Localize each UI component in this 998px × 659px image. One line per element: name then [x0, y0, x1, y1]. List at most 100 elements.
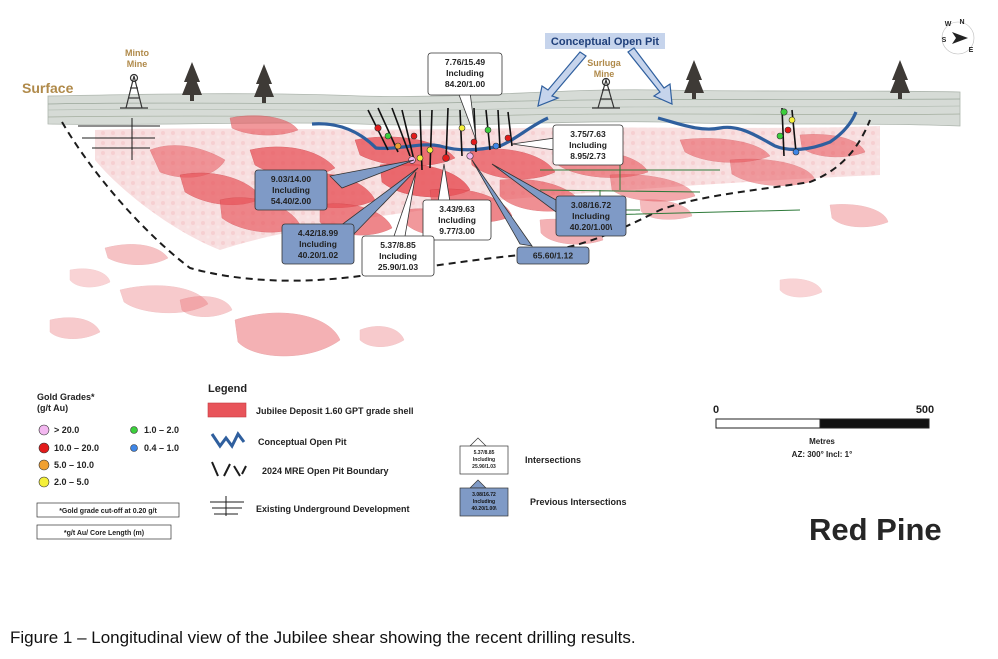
- callout-5-line-3: 40.20/1.00\: [570, 222, 613, 232]
- callout-6-line-1: 4.42/18.99: [298, 228, 338, 238]
- gold-grades-unit: (g/t Au): [37, 403, 68, 413]
- mre-open-pit-boundary: [61, 119, 871, 282]
- grade-swatch-6: [130, 444, 138, 452]
- pit-pointer-arrows: [537, 47, 673, 107]
- compass-east: E: [969, 47, 974, 54]
- headframe-icon: [592, 77, 620, 109]
- legend-item-underground: Existing Underground Development: [256, 504, 410, 514]
- callout-6-line-3: 40.20/1.02: [298, 250, 338, 260]
- compass-west: W: [945, 21, 952, 28]
- sample-new-line3: 25.90/1.03: [472, 464, 496, 470]
- scale-orientation: AZ: 300° Incl: 1°: [792, 450, 853, 459]
- tree-icon: [684, 60, 704, 99]
- sample-new-line1: 5.37/8.85: [474, 450, 495, 456]
- underground-development: [78, 118, 160, 160]
- sample-new-line2: Including: [473, 457, 495, 463]
- underground-swatch: [210, 496, 244, 516]
- scale-start: 0: [713, 404, 719, 416]
- callout-6-line-2: Including: [299, 239, 337, 249]
- callout-3-line-1: 9.03/14.00: [271, 174, 311, 184]
- surluga-mine-label-line2: Mine: [594, 69, 615, 79]
- legend-title: Legend: [208, 383, 247, 395]
- conceptual-open-pit-title-bg: [545, 33, 665, 49]
- grade-label-3: 5.0 – 10.0: [54, 460, 94, 470]
- tree-icon: [182, 62, 202, 101]
- grade-label-4: 2.0 – 5.0: [54, 477, 89, 487]
- headframe-icon: [120, 73, 148, 109]
- grade-label-2: 10.0 – 20.0: [54, 443, 99, 453]
- grade-label-6: 0.4 – 1.0: [144, 443, 179, 453]
- callout-5-line-2: Including: [572, 211, 610, 221]
- callout-1-line-3: 84.20/1.00: [445, 79, 485, 89]
- gold-grades-legend: Gold Grades* (g/t Au) > 20.0 10.0 – 20.0 5…: [36, 392, 180, 540]
- main-legend: Legend Jubilee Deposit 1.60 GPT grade sh…: [207, 383, 414, 516]
- grade-label-5: 1.0 – 2.0: [144, 425, 179, 435]
- grade-swatch-2: [38, 442, 50, 454]
- surface-label: Surface: [22, 80, 74, 96]
- grade-swatch-5: [130, 426, 138, 434]
- figure-caption: Figure 1 – Longitudinal view of the Jubi…: [10, 628, 636, 647]
- callout-2-line-2: Including: [569, 140, 607, 150]
- sample-prev-line2: Including: [473, 499, 495, 505]
- callout-1-line-2: Including: [446, 68, 484, 78]
- cutoff-note: *Gold grade cut-off at 0.20 g/t: [59, 508, 157, 515]
- grade-swatch-1: [38, 424, 50, 436]
- open-pit-swatch: [210, 431, 246, 449]
- scale-bar: 0 500 Metres AZ: 300° Incl: 1°: [713, 404, 934, 459]
- legend-previous-intersections: Previous Intersections: [530, 497, 627, 507]
- sample-prev-line1: 3.08/16.72: [472, 492, 496, 498]
- surluga-mine-label-line1: Surluga: [587, 58, 621, 68]
- minto-mine-label-line2: Mine: [127, 59, 148, 69]
- grade-label-1: > 20.0: [54, 425, 79, 435]
- units-note: *g/t Au/ Core Length (m): [64, 530, 144, 537]
- compass-arrow-icon: [952, 32, 968, 44]
- grade-shell-swatch: [207, 402, 247, 418]
- callout-8-line-1: 65.60/1.12: [533, 251, 573, 261]
- callout-8: 65.60/1.12: [516, 246, 590, 265]
- legend-intersections: Intersections: [525, 455, 581, 465]
- callout-2-line-3: 8.95/2.73: [570, 151, 606, 161]
- gold-grade-items: > 20.0 10.0 – 20.0 5.0 – 10.0 2.0 – 5.0 1.0 …: [38, 424, 179, 488]
- compass-south: S: [942, 37, 947, 44]
- gold-grades-title: Gold Grades*: [37, 392, 95, 402]
- legend-item-mre-boundary: 2024 MRE Open Pit Boundary: [262, 466, 389, 476]
- tree-icons: [182, 60, 910, 103]
- mre-boundary-swatch: [211, 461, 247, 477]
- grade-swatch-4: [38, 476, 50, 488]
- callout-7-line-2: Including: [379, 251, 417, 261]
- callout-4-line-2: Including: [438, 215, 476, 225]
- callout-4-line-1: 3.43/9.63: [439, 204, 475, 214]
- callout-4-line-3: 9.77/3.00: [439, 226, 475, 236]
- legend-item-open-pit: Conceptual Open Pit: [258, 437, 347, 447]
- callout-7-line-1: 5.37/8.85: [380, 240, 416, 250]
- intersection-legend: 5.37/8.85 Including 25.90/1.03 Intersect…: [459, 437, 627, 517]
- tree-icon: [254, 64, 274, 103]
- longitudinal-section-figure: Surface Minto Mine Surluga Mine Conceptu…: [22, 19, 975, 547]
- legend-item-grade-shell: Jubilee Deposit 1.60 GPT grade shell: [256, 406, 414, 416]
- minto-mine-label-line1: Minto: [125, 48, 149, 58]
- scale-unit: Metres: [809, 437, 835, 446]
- red-pine-logo: Red Pine: [809, 512, 942, 547]
- sample-prev-line3: 40.20/1.00\: [471, 506, 497, 512]
- callout-5-line-1: 3.08/16.72: [571, 200, 611, 210]
- grade-swatch-3: [38, 459, 50, 471]
- scale-end: 500: [916, 404, 934, 416]
- callout-3-line-2: Including: [272, 185, 310, 195]
- callout-pointers: [329, 91, 557, 247]
- assay-markers: [374, 108, 800, 164]
- surface-terrain: [47, 89, 961, 127]
- compass-north: N: [959, 19, 964, 26]
- compass: N E S W: [942, 19, 975, 55]
- callout-7-line-3: 25.90/1.03: [378, 262, 418, 272]
- conceptual-open-pit-title: Conceptual Open Pit: [551, 36, 660, 48]
- callout-3-line-3: 54.40/2.00: [271, 196, 311, 206]
- tree-icon: [890, 60, 910, 99]
